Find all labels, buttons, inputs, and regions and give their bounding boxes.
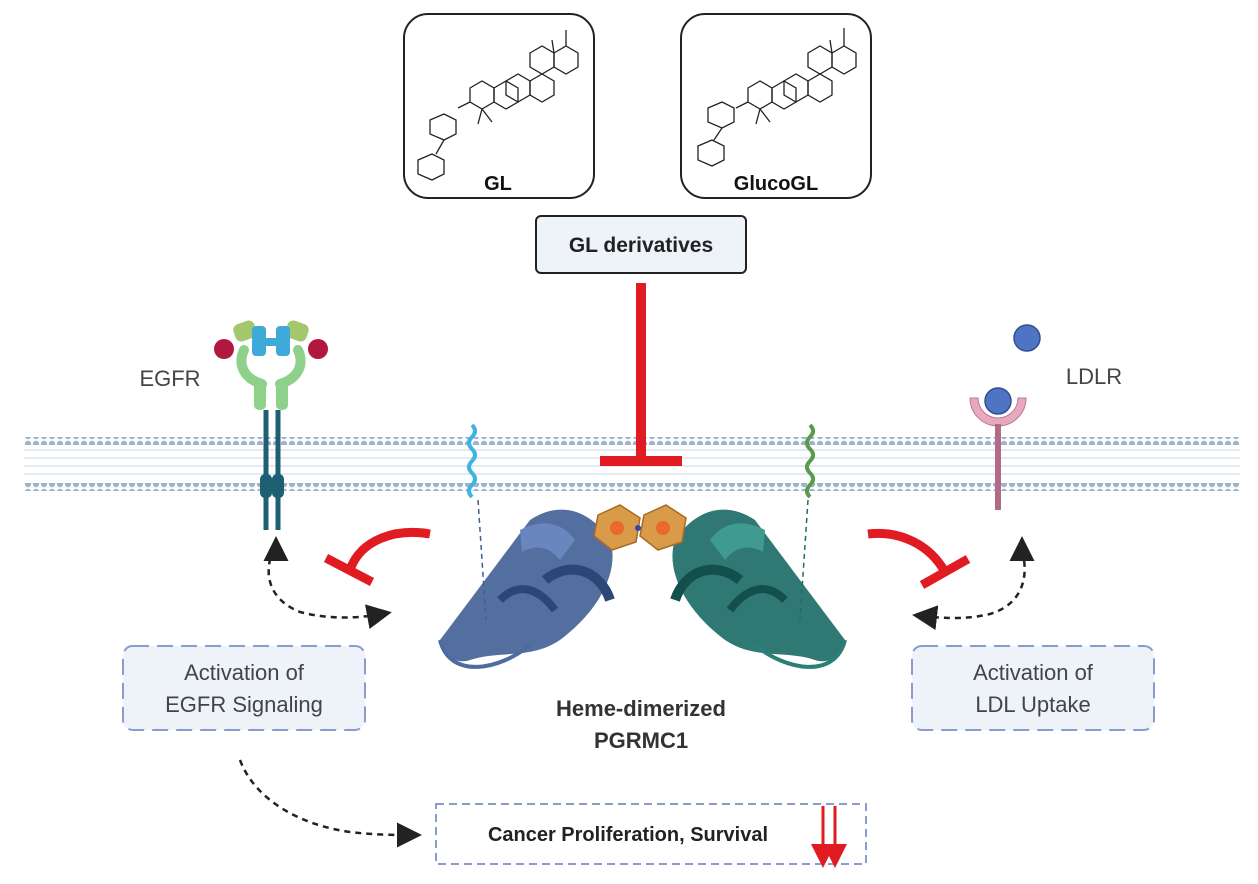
- egf-ligand-icon: [214, 339, 234, 359]
- inhibition-arc-right: [867, 528, 971, 589]
- cancer-box: Cancer Proliferation, Survival: [435, 803, 867, 868]
- tm-helix-right: [805, 423, 815, 499]
- tm-helix-left: [467, 423, 477, 499]
- gl-derivatives-label: GL derivatives: [569, 234, 713, 257]
- molecule-card-gl: GL: [403, 13, 595, 199]
- egfr-feedback-arrow: [267, 547, 392, 629]
- inhibition-bar-icon: [600, 283, 682, 466]
- egfr-activation-line2: EGFR Signaling: [165, 692, 323, 717]
- ldl-activation-box: Activation of LDL Uptake: [911, 645, 1155, 731]
- molecule-card-glucogl: GlucoGL: [680, 13, 872, 199]
- down-arrows-icon: [811, 806, 847, 868]
- egfr-receptor-icon: [214, 320, 328, 530]
- ldl-feedback-arrow: [912, 549, 1026, 631]
- ldl-activation-line2: LDL Uptake: [975, 692, 1090, 717]
- egfr-activation-box: Activation of EGFR Signaling: [122, 645, 366, 731]
- cell-membrane: [24, 437, 1240, 491]
- ldlr-label: LDLR: [1066, 364, 1122, 389]
- egfr-label: EGFR: [139, 366, 200, 391]
- pgrmc1-label-line1: Heme-dimerized: [556, 696, 726, 721]
- molecule-structure-icon: [697, 28, 857, 167]
- inhibition-arc-left: [323, 528, 431, 586]
- pgrmc1-structure-icon: [438, 504, 847, 669]
- molecule-structure-icon: [417, 30, 579, 181]
- ldl-particle-icon: [1013, 324, 1041, 352]
- molecule-label-glucogl: GlucoGL: [734, 173, 818, 195]
- ldlr-receptor-icon: [969, 324, 1041, 510]
- pgrmc1-label-line2: PGRMC1: [594, 728, 688, 753]
- molecule-label-gl: GL: [484, 173, 512, 195]
- egfr-activation-line1: Activation of: [184, 660, 305, 685]
- ldl-activation-line1: Activation of: [973, 660, 1094, 685]
- cancer-arrow: [238, 759, 422, 848]
- ldl-particle-icon: [984, 387, 1012, 415]
- egf-ligand-icon: [308, 339, 328, 359]
- gl-derivatives-box: GL derivatives: [535, 215, 747, 274]
- cancer-label: Cancer Proliferation, Survival: [488, 824, 768, 846]
